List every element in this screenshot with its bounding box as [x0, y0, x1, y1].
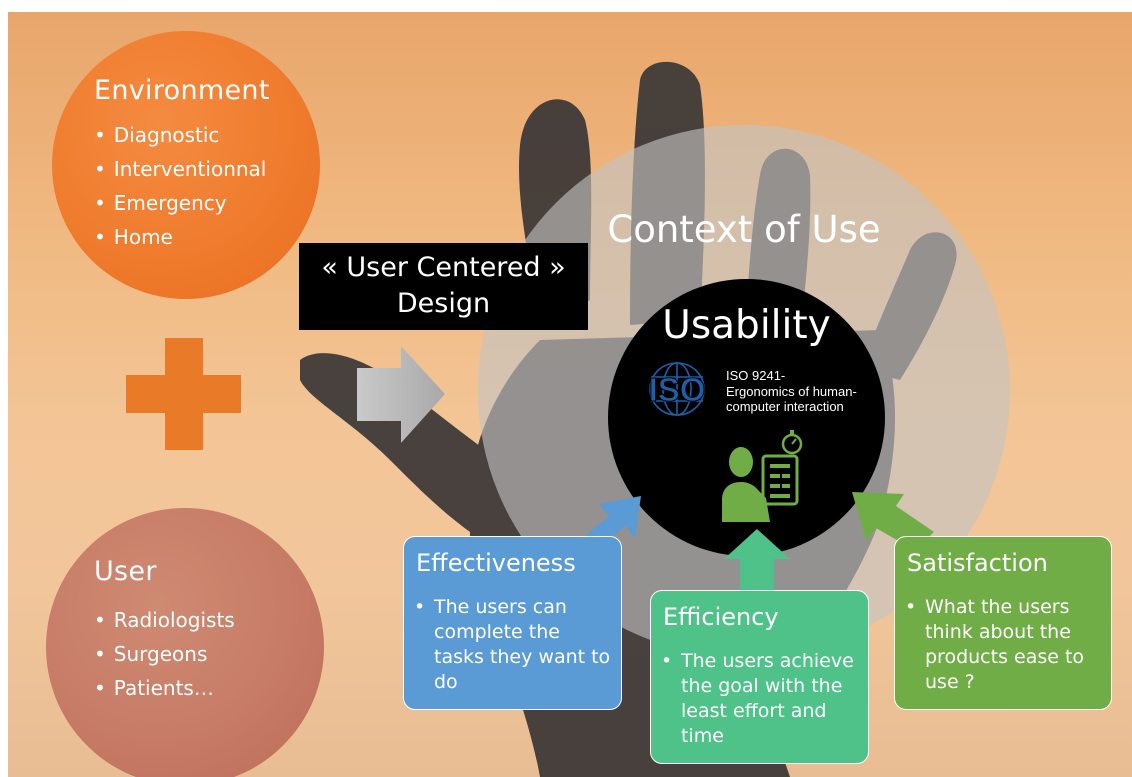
- efficiency-title: Efficiency: [663, 603, 779, 631]
- effectiveness-item: The users can complete the tasks they wa…: [414, 595, 614, 695]
- satisfaction-list: What the users think about the products …: [905, 595, 1105, 695]
- user-item: Surgeons: [94, 637, 235, 671]
- user-task-stopwatch-icon: [722, 430, 803, 522]
- efficiency-item: The users achieve the goal with the leas…: [661, 649, 861, 749]
- efficiency-list: The users achieve the goal with the leas…: [661, 649, 861, 749]
- up-arrow-icon: [724, 529, 790, 591]
- environment-item: Home: [94, 220, 266, 254]
- environment-circle: Environment Diagnostic Interventionnal E…: [52, 31, 320, 299]
- satisfaction-item: What the users think about the products …: [905, 595, 1105, 695]
- user-list: Radiologists Surgeons Patients…: [94, 603, 235, 705]
- effectiveness-list: The users can complete the tasks they wa…: [414, 595, 614, 695]
- iso-standard-text: ISO 9241- Ergonomics of human- computer …: [726, 368, 896, 415]
- iso-globe-logo: ISO: [648, 362, 706, 416]
- user-item: Patients…: [94, 671, 235, 705]
- effectiveness-box: Effectiveness The users can complete the…: [403, 536, 622, 710]
- environment-list: Diagnostic Interventionnal Emergency Hom…: [94, 118, 267, 254]
- environment-item: Emergency: [94, 186, 266, 220]
- iso-line: computer interaction: [726, 399, 844, 414]
- left-white-frame: [0, 0, 8, 777]
- efficiency-box: Efficiency The users achieve the goal wi…: [650, 590, 869, 764]
- satisfaction-title: Satisfaction: [907, 549, 1048, 577]
- user-centered-design-box: « User Centered » Design: [299, 243, 588, 330]
- plus-icon-vertical-bar: [165, 338, 203, 450]
- satisfaction-box: Satisfaction What the users think about …: [894, 536, 1112, 710]
- design-line: Design: [396, 288, 491, 319]
- user-title: User: [94, 556, 157, 587]
- effectiveness-title: Effectiveness: [416, 549, 576, 577]
- user-item: Radiologists: [94, 603, 235, 637]
- iso-line: Ergonomics of human-: [726, 383, 857, 399]
- satisfaction-arrow-icon: [852, 492, 934, 550]
- iso-logo-text: ISO: [649, 371, 706, 408]
- right-arrow-icon: [357, 346, 445, 443]
- usability-title: Usability: [662, 303, 831, 348]
- environment-item: Interventionnal: [94, 152, 267, 186]
- top-white-frame: [0, 0, 1132, 12]
- user-circle: User Radiologists Surgeons Patients…: [46, 508, 324, 777]
- user-centered-line: « User Centered »: [321, 252, 566, 283]
- environment-item: Diagnostic: [94, 118, 266, 152]
- environment-title: Environment: [94, 75, 270, 106]
- context-of-use-title: Context of Use: [607, 208, 881, 251]
- iso-line: ISO 9241-: [726, 368, 786, 383]
